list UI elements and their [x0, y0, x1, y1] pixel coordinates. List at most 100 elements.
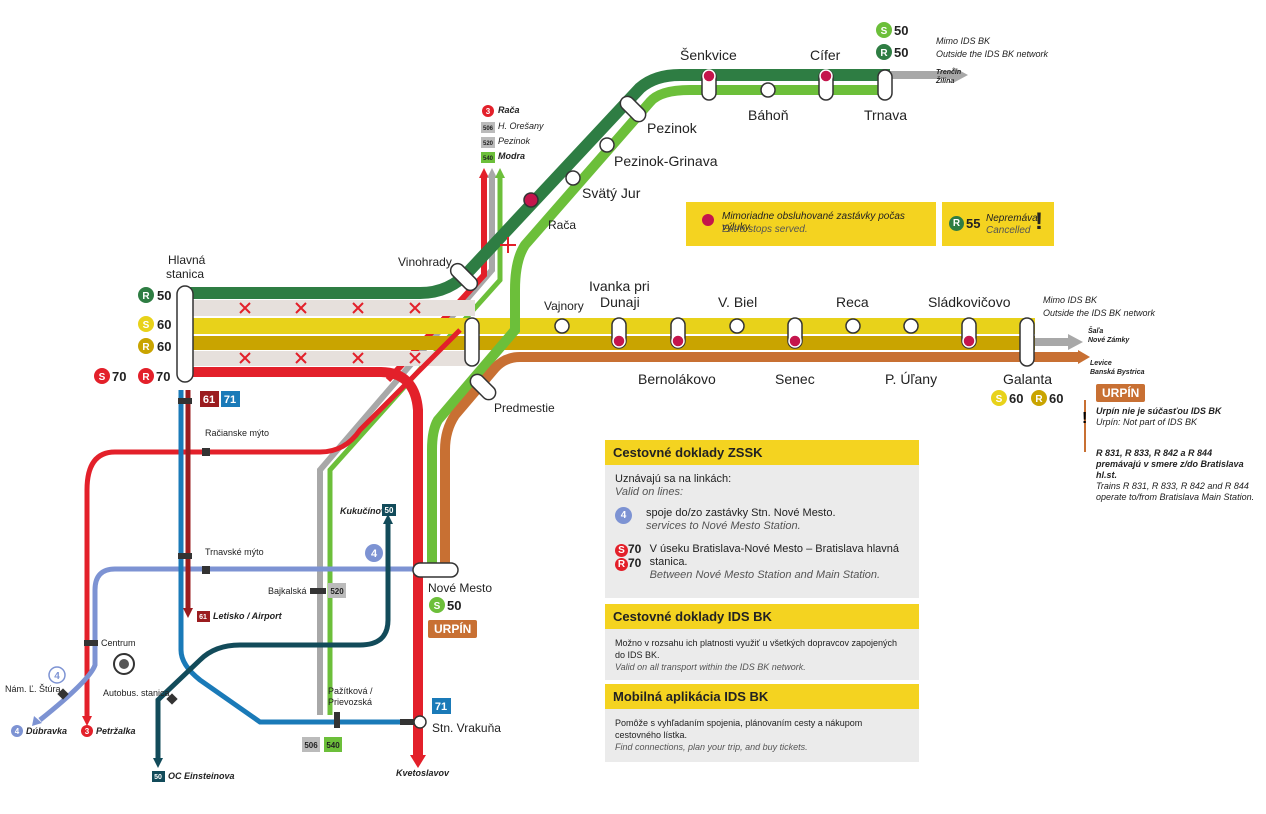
line-brown-urpin — [440, 352, 1080, 570]
track-yellow-s60 — [185, 318, 1035, 334]
track-dark-yellow-r60 — [185, 336, 1035, 350]
label-bajkalska: Bajkalská — [268, 586, 307, 596]
vajnory-marker — [554, 318, 570, 334]
badge-s60: 60 — [157, 317, 171, 332]
reca-marker — [845, 318, 861, 334]
label-vinohrady: Vinohrady — [398, 255, 452, 269]
zssk-card: Cestovné doklady ZSSK Uznávajú sa na lin… — [605, 440, 919, 598]
track-red-closed — [185, 351, 475, 366]
legend-520: 520 — [483, 141, 494, 147]
zssk-title: Cestovné doklady ZSSK — [605, 440, 919, 465]
galanta-marker — [1019, 317, 1035, 367]
mimo-right-sk: Mimo IDS BK — [1043, 295, 1098, 305]
dest-modra: Modra — [498, 151, 525, 161]
badge-r50: 50 — [157, 288, 171, 303]
route-blue-4 — [38, 566, 415, 722]
cancel-en: Cancelled — [986, 225, 1031, 236]
label-raca: Rača — [548, 218, 576, 232]
label-ivanka-1: Ivanka pri — [589, 278, 650, 294]
trains-sk: R 831, R 833, R 842 a R 844 premávajú v … — [1096, 448, 1244, 480]
label-hlavna-1: Hlavná — [168, 253, 206, 267]
badge-61-bottom: 61 — [199, 614, 207, 621]
r55-label: 55 — [966, 216, 981, 231]
s-red-icon: S — [615, 544, 628, 557]
dest-oc-einsteinova: OC Einsteinova — [168, 771, 235, 781]
extra-stops-notice: Mimoriadne obsluhované zastávky počas vý… — [686, 202, 936, 246]
ids-en: Valid on all transport within the IDS BK… — [615, 662, 806, 672]
warning-icon: ! — [1035, 208, 1043, 235]
line-4-icon: 4 — [615, 507, 632, 524]
predmestie-marker — [469, 373, 497, 401]
badge-4-dubravka: 4 — [15, 727, 20, 736]
raca-marker — [523, 192, 539, 208]
badge-galanta-r60: 60 — [1049, 391, 1063, 406]
label-reca: Reca — [836, 294, 869, 310]
r70-label: 70 — [628, 556, 642, 570]
label-vajnory: Vajnory — [544, 299, 584, 313]
l4-en: services to Nové Mesto Station. — [646, 520, 801, 532]
ids-card: Cestovné doklady IDS BK Možno v rozsahu … — [605, 604, 919, 680]
app-sk: Pomôže s vyhľadaním spojenia, plánovaním… — [615, 718, 863, 740]
label-racianske-myto: Račianske mýto — [205, 428, 269, 438]
urpin-badge-nm: URPÍN — [428, 620, 478, 638]
label-nam-stura: Nám. Ľ. Štúra — [5, 684, 61, 694]
route-red-3 — [84, 328, 462, 718]
label-senkvice: Šenkvice — [680, 47, 737, 63]
urpin-warning-icon: ! — [1082, 410, 1088, 427]
extra-sk: Mimoriadne obsluhované zastávky počas vý… — [722, 211, 905, 233]
extra-stop-markers — [612, 69, 976, 348]
label-kukucinova: Kukučínova — [340, 506, 391, 516]
dest-pezinok: Pezinok — [498, 136, 531, 146]
badge-4: 4 — [371, 548, 378, 560]
r-badge: R — [949, 216, 964, 231]
svaty-jur-marker — [565, 170, 581, 186]
label-pazitkova-2: Prievozská — [328, 697, 372, 707]
label-p-ulany: P. Úľany — [885, 371, 937, 387]
dest-raca: Rača — [498, 105, 520, 115]
ids-title: Cestovné doklady IDS BK — [605, 604, 919, 629]
label-bernolakovo: Bernolákovo — [638, 371, 716, 387]
mimo-right-en: Outside the IDS BK network — [1043, 308, 1156, 318]
pezinok-grinava-marker — [599, 137, 615, 153]
bahon-marker — [760, 82, 776, 98]
label-centrum: Centrum — [101, 638, 136, 648]
dest-dubravka: Dúbravka — [26, 726, 67, 736]
badge-71-vrakuna: 71 — [435, 701, 447, 713]
dest-levice-1: Levice — [1090, 360, 1112, 367]
label-autobus-stanica: Autobus. stanica — [103, 688, 170, 698]
route-petrol-50 — [155, 520, 391, 760]
badge-61: 61 — [203, 394, 215, 406]
badge-r70: 70 — [156, 369, 170, 384]
l70-sk: V úseku Bratislava-Nové Mesto – Bratisla… — [649, 543, 900, 568]
label-ivanka-2: Dunaji — [600, 294, 640, 310]
tram-stops — [57, 398, 414, 728]
cancel-sk: Nepremáva — [986, 213, 1038, 224]
label-nove-mesto: Nové Mesto — [428, 581, 492, 595]
dest-trencin-1: Trenčín — [936, 69, 961, 76]
legend-540: 540 — [483, 156, 494, 162]
dest-kvetoslavov: Kvetoslavov — [396, 768, 450, 778]
legend-3: 3 — [486, 107, 491, 116]
ids-sk: Možno v rozsahu ich platnosti využiť u v… — [615, 638, 898, 660]
l4-sk: spoje do/zo zastávky Stn. Nové Mesto. — [646, 507, 836, 519]
pezinok-marker — [619, 95, 647, 123]
badge-s-galanta: S — [996, 394, 1003, 405]
badge-s-nm: S — [434, 601, 441, 612]
mimo-top-sk: Mimo IDS BK — [936, 36, 991, 46]
app-en: Find connections, plan your trip, and bu… — [615, 742, 808, 752]
badge-3: 3 — [85, 727, 90, 736]
nove-mesto-marker — [412, 562, 459, 578]
r-red-icon: R — [615, 558, 628, 571]
line-light-green — [427, 85, 890, 570]
trains-note: R 831, R 833, R 842 a R 844 premávajú v … — [1096, 448, 1256, 503]
badge-s50-top: 50 — [894, 23, 908, 38]
line-r50-dark-green — [185, 69, 890, 299]
label-trnava: Trnava — [864, 107, 907, 123]
dest-sala-2: Nové Zámky — [1088, 337, 1130, 344]
label-predmestie: Predmestie — [494, 401, 555, 415]
label-pazitkova-1: Pažítková / — [328, 686, 373, 696]
label-senec: Senec — [775, 371, 815, 387]
p-ulany-marker — [903, 318, 919, 334]
badge-4-left: 4 — [54, 671, 60, 682]
